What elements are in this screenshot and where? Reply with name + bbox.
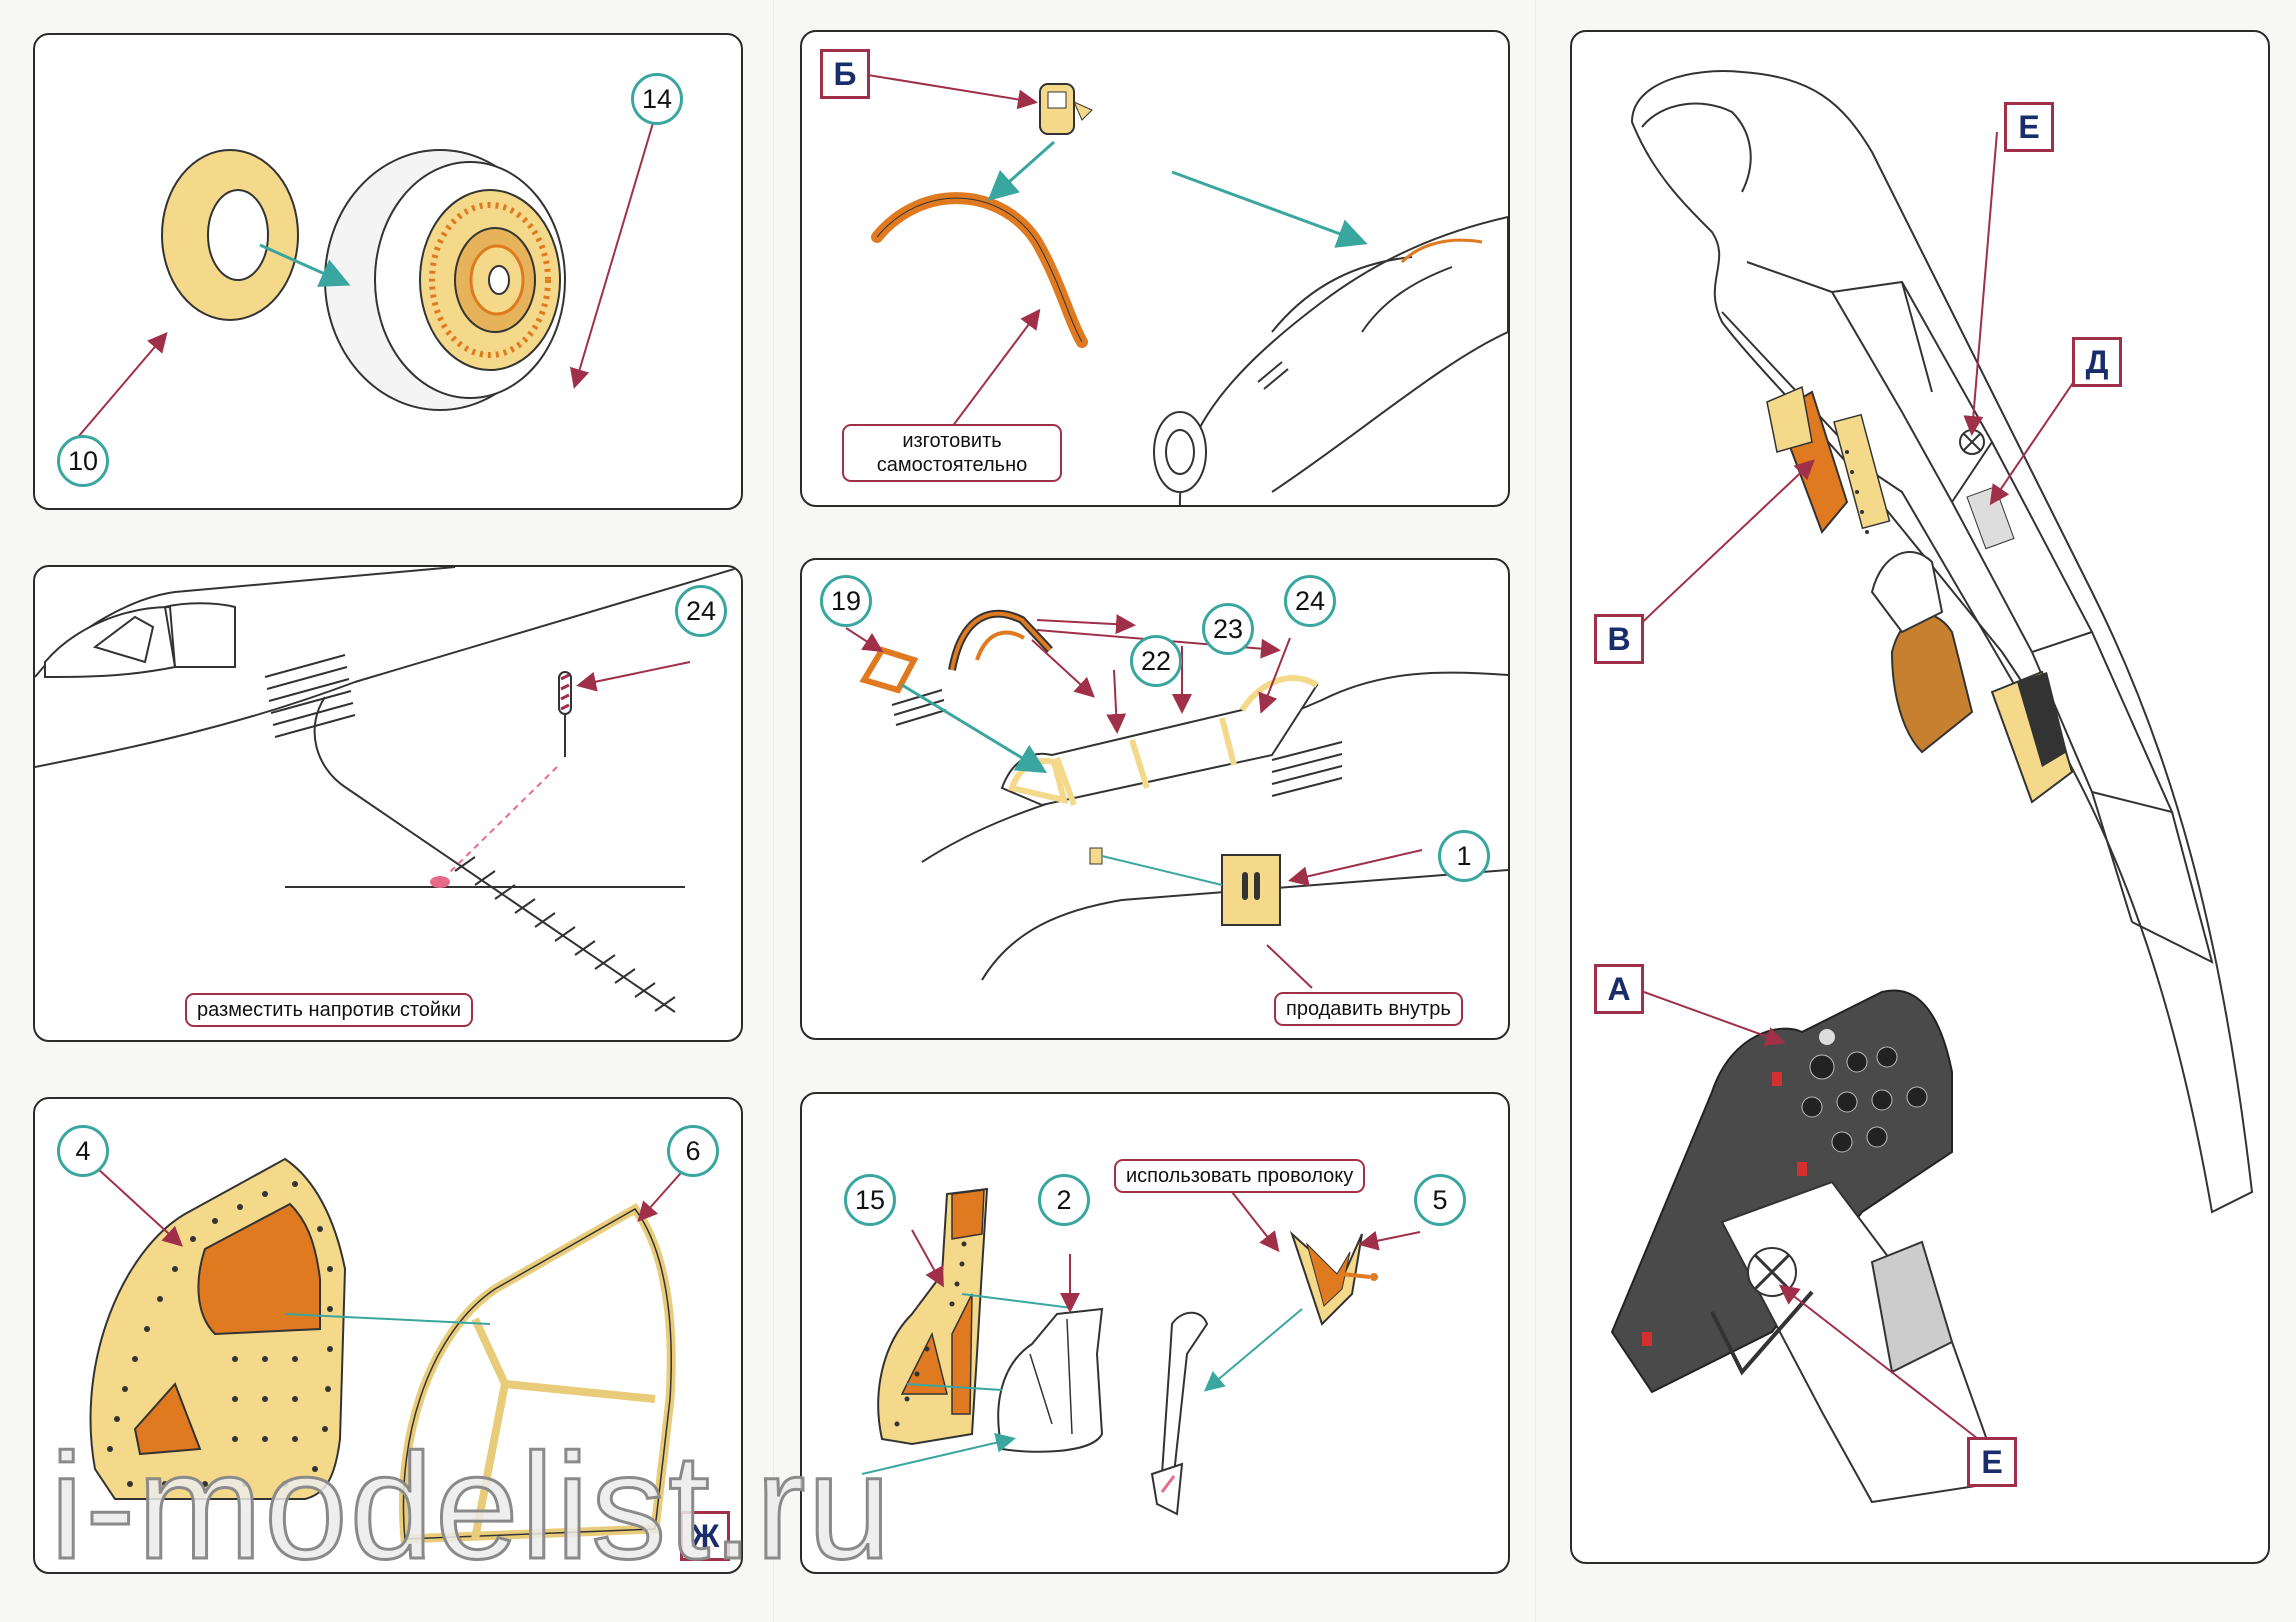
callout-24: 24 (675, 585, 727, 637)
antenna-drawing (836, 69, 1508, 505)
letter-d: Д (2072, 337, 2122, 387)
letter-e-bottom: Е (1967, 1437, 2017, 1487)
callout-1: 1 (1438, 830, 1490, 882)
panel-frame-parts: 4 6 Ж (33, 1097, 743, 1574)
callout-22: 22 (1130, 635, 1182, 687)
callout-6: 6 (667, 1125, 719, 1177)
callout-10: 10 (57, 435, 109, 487)
callout-15: 15 (844, 1174, 896, 1226)
letter-a: А (1594, 964, 1644, 1014)
seat-parts-drawing (861, 1187, 1421, 1516)
letter-b: Б (820, 49, 870, 99)
note-make-yourself: изготовить самостоятельно (842, 424, 1062, 482)
panel-wing-marker: 24 разместить напротив стойки (33, 565, 743, 1042)
letter-v: В (1594, 614, 1644, 664)
callout-4: 4 (57, 1125, 109, 1177)
panel-antenna: Б изготовить самостоятельно (800, 30, 1510, 507)
letter-zh: Ж (680, 1511, 730, 1561)
cockpit-drawing (1610, 70, 2254, 1504)
panel-canopy: 19 22 23 24 1 продавить внутрь (800, 558, 1510, 1040)
note-place-opposite: разместить напротив стойки (185, 993, 474, 1027)
note-use-wire: использовать проволоку (1114, 1159, 1366, 1193)
callout-5: 5 (1414, 1174, 1466, 1226)
callout-24: 24 (1284, 575, 1336, 627)
note-push-inside: продавить внутрь (1274, 992, 1463, 1026)
panel-wheel-disc: 14 10 (33, 33, 743, 510)
wheel-drawing (66, 122, 654, 451)
wing-drawing (35, 567, 741, 1013)
panel-cockpit-interior: Е Д В А Е (1570, 30, 2270, 1564)
watermark: i-modelist.ru (49, 1421, 893, 1592)
callout-23: 23 (1202, 603, 1254, 655)
callout-14: 14 (631, 73, 683, 125)
panel-seat-parts: 15 2 5 использовать проволоку (800, 1092, 1510, 1574)
callout-2: 2 (1038, 1174, 1090, 1226)
frame-parts-drawing (84, 1156, 696, 1544)
letter-e-top: Е (2004, 102, 2054, 152)
canopy-drawing (845, 609, 1508, 989)
callout-19: 19 (820, 575, 872, 627)
